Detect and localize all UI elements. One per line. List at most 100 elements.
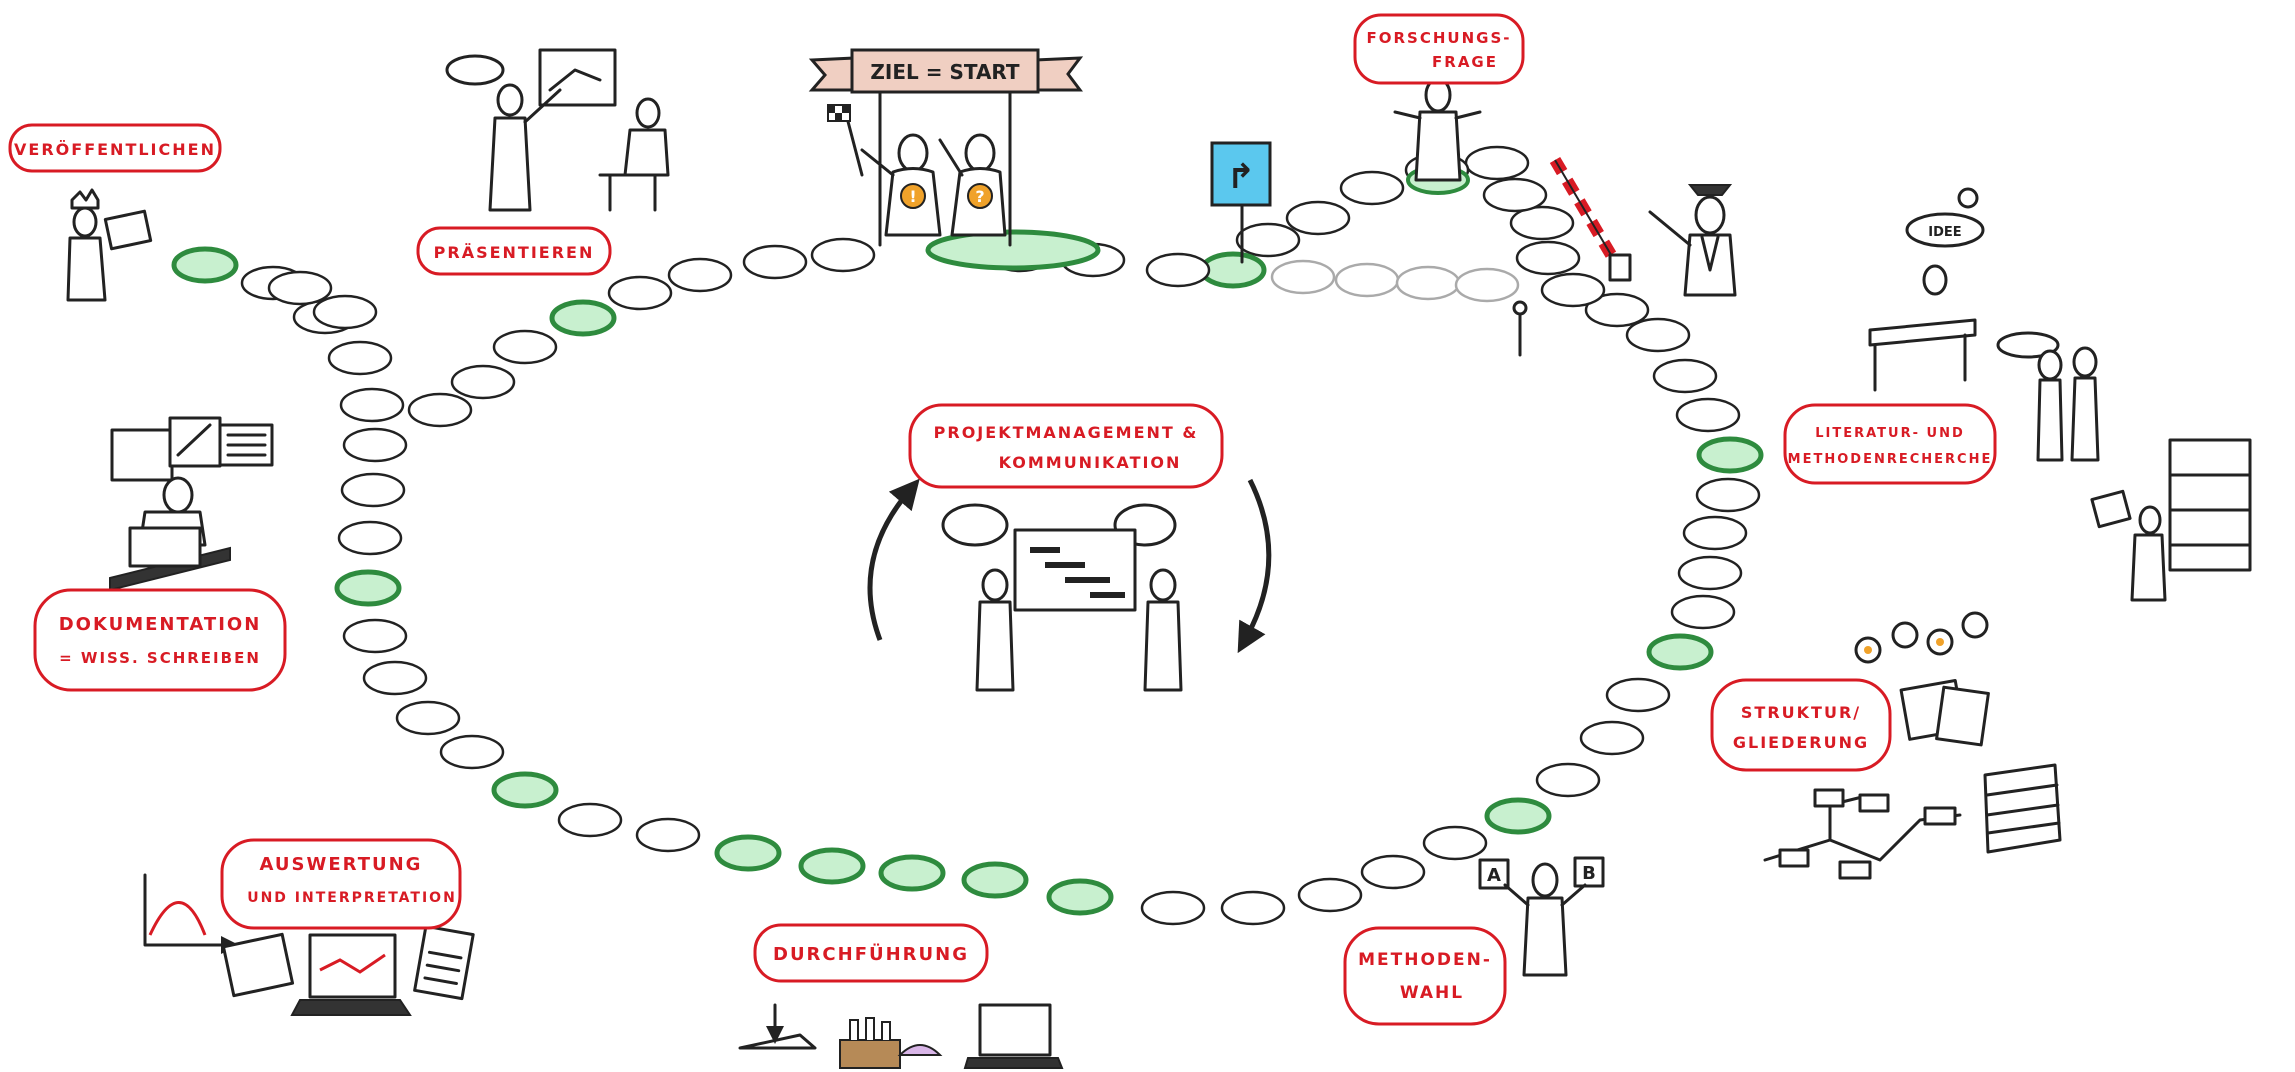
- auswertung-illustration: [143, 873, 475, 1016]
- track-field: [1140, 890, 1206, 926]
- milestone-field: [171, 246, 239, 284]
- track-field: [340, 472, 406, 508]
- lightbulb-icon: [1957, 187, 1979, 209]
- label-literatur: LITERATUR- UND METHODENRECHERCHE: [1783, 403, 1997, 485]
- label-dokumentation: DOKUMENTATION = WISS. SCHREIBEN: [33, 588, 287, 692]
- track-field: [1334, 262, 1400, 298]
- svg-text:DURCHFÜHRUNG: DURCHFÜHRUNG: [773, 943, 969, 965]
- svg-text:FORSCHUNGS-: FORSCHUNGS-: [1367, 29, 1512, 47]
- svg-text:DOKUMENTATION: DOKUMENTATION: [59, 614, 262, 635]
- label-projektmanagement: PROJEKTMANAGEMENT & KOMMUNIKATION: [908, 403, 1224, 489]
- milestone-field: [1046, 878, 1114, 916]
- forschungsfrage-illustration: [1393, 77, 1482, 195]
- question-badge-icon: [967, 183, 993, 209]
- svg-text:METHODEN-: METHODEN-: [1358, 950, 1492, 970]
- gears-icon: [1854, 611, 1989, 664]
- track-field: [635, 817, 701, 853]
- literatur-illustration: IDEE: [1868, 187, 2252, 602]
- milestone-field: [961, 861, 1029, 899]
- milestone-field: [878, 854, 946, 892]
- track-field: [1509, 205, 1575, 241]
- svg-text:!: !: [909, 187, 916, 206]
- track-field: [1454, 267, 1520, 303]
- svg-text:AUSWERTUNG: AUSWERTUNG: [260, 854, 423, 875]
- svg-text:VERÖFFENTLICHEN: VERÖFFENTLICHEN: [14, 140, 216, 159]
- track-field: [1682, 515, 1748, 551]
- track-field: [492, 329, 558, 365]
- track-field: [607, 275, 673, 311]
- goal-start-illustration: ZIEL = START ! ?: [808, 48, 1101, 271]
- label-methodenwahl: METHODEN- WAHL: [1343, 926, 1507, 1026]
- track-field: [1579, 720, 1645, 756]
- idea-bubble: IDEE: [1928, 225, 1961, 240]
- crown-icon: [70, 188, 100, 210]
- track-field: [342, 427, 408, 463]
- track-field: [1395, 265, 1461, 301]
- svg-text:PRÄSENTIEREN: PRÄSENTIEREN: [434, 243, 595, 262]
- track-field: [1695, 477, 1761, 513]
- track-field: [1515, 240, 1581, 276]
- svg-text:STRUKTUR/: STRUKTUR/: [1741, 703, 1861, 722]
- track-field: [337, 520, 403, 556]
- track-field: [1220, 890, 1286, 926]
- svg-text:PROJEKTMANAGEMENT &: PROJEKTMANAGEMENT &: [934, 423, 1199, 442]
- svg-text:= WISS. SCHREIBEN: = WISS. SCHREIBEN: [59, 649, 261, 667]
- track-field: [327, 340, 393, 376]
- track-field: [1675, 397, 1741, 433]
- milestone-field: [1696, 436, 1764, 474]
- start-field: [925, 229, 1101, 271]
- track-field: [1360, 854, 1426, 890]
- svg-text:UND INTERPRETATION: UND INTERPRETATION: [247, 890, 457, 906]
- graduate-barrier-illustration: [1512, 156, 1737, 357]
- track-field: [1235, 222, 1301, 258]
- track-field: [1339, 170, 1405, 206]
- track-field: [362, 660, 428, 696]
- track-field: [1535, 762, 1601, 798]
- milestone-field: [334, 569, 402, 607]
- track-field: [342, 618, 408, 654]
- track-field: [557, 802, 623, 838]
- projektmanagement-illustration: [867, 478, 1272, 692]
- mortarboard-icon: [1687, 184, 1733, 196]
- track-field: [1464, 145, 1530, 181]
- track-field: [1285, 200, 1351, 236]
- label-forschungsfrage: FORSCHUNGS- FRAGE: [1353, 13, 1525, 85]
- track-field: [667, 257, 733, 293]
- track-field: [810, 237, 876, 273]
- label-praesentieren: PRÄSENTIEREN: [416, 226, 612, 276]
- track-field: [1270, 259, 1336, 295]
- svg-text:WAHL: WAHL: [1400, 983, 1464, 1003]
- svg-text:FRAGE: FRAGE: [1432, 53, 1498, 71]
- track-field: [1677, 555, 1743, 591]
- track-field: [1540, 272, 1606, 308]
- durchfuehrung-illustration: [738, 1003, 1064, 1069]
- svg-text:KOMMUNIKATION: KOMMUNIKATION: [999, 453, 1182, 472]
- milestone-field: [491, 771, 559, 809]
- track-field: [1670, 594, 1736, 630]
- track-field: [1145, 252, 1211, 288]
- track-field: [742, 244, 808, 280]
- track-field: [407, 392, 473, 428]
- track-field: [1482, 177, 1548, 213]
- milestone-field: [798, 847, 866, 885]
- gantt-board-icon: [1013, 528, 1137, 612]
- label-veroeffentlichen: VERÖFFENTLICHEN: [8, 123, 222, 173]
- banner-text: ZIEL = START: [870, 60, 1020, 84]
- svg-text:?: ?: [975, 187, 984, 206]
- track-field: [1625, 317, 1691, 353]
- methodenwahl-illustration: A B: [1478, 856, 1605, 977]
- milestone-field: [549, 299, 617, 337]
- track-field: [312, 294, 378, 330]
- veroeffentlichen-illustration: [66, 188, 153, 302]
- track-field: [439, 734, 505, 770]
- milestone-field: [1484, 797, 1552, 835]
- bookshelf-icon: [2168, 438, 2252, 572]
- card-a: A: [1487, 865, 1501, 886]
- track-field: [1584, 292, 1650, 328]
- milestone-field: [714, 834, 782, 872]
- struktur-illustration: [1763, 611, 2062, 880]
- label-durchfuehrung: DURCHFÜHRUNG: [753, 923, 989, 983]
- calculator-icon: [413, 924, 475, 1001]
- dokumentation-illustration: [109, 416, 274, 592]
